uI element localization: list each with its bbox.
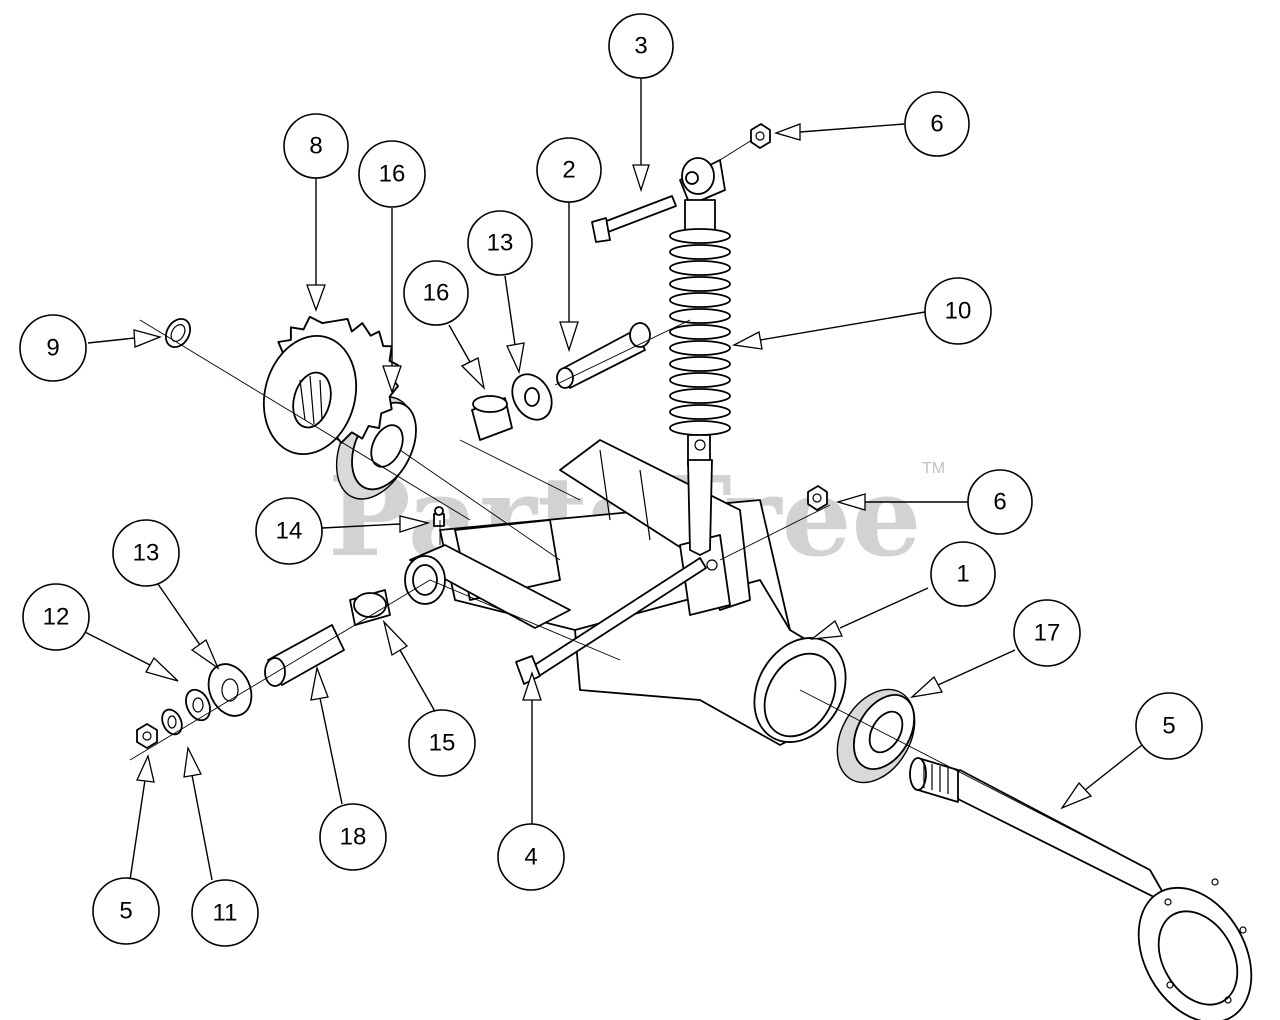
callout-14-label: 14 xyxy=(276,518,303,545)
callout-13-lower-label: 13 xyxy=(133,540,160,567)
pin-2-part xyxy=(556,322,651,389)
callout-11-label: 11 xyxy=(213,900,238,927)
pivot-tube-part xyxy=(264,544,571,687)
callout-16-small[interactable]: 16 xyxy=(403,260,469,326)
washer-12-part xyxy=(185,688,211,722)
callout-17[interactable]: 17 xyxy=(1013,599,1081,667)
nut-6-lower-part xyxy=(807,485,828,511)
callout-bubbles: 3 6 8 16 2 13 16 10 xyxy=(19,13,1203,947)
callout-12[interactable]: 12 xyxy=(22,583,90,651)
callout-1[interactable]: 1 xyxy=(930,541,996,607)
callout-2[interactable]: 2 xyxy=(536,137,602,203)
callout-4-label: 4 xyxy=(524,844,537,871)
callout-6-upper-label: 6 xyxy=(930,111,943,138)
callout-13-upper[interactable]: 13 xyxy=(467,210,533,276)
callout-6-upper[interactable]: 6 xyxy=(904,91,970,157)
callout-16-small-label: 16 xyxy=(423,280,450,307)
callout-13-upper-label: 13 xyxy=(487,230,514,257)
assembly-axis-lines xyxy=(129,139,1151,871)
callout-16-large[interactable]: 16 xyxy=(358,140,426,208)
callout-16-large-label: 16 xyxy=(379,161,406,188)
callout-10-label: 10 xyxy=(945,298,972,325)
sprocket-part xyxy=(262,315,399,456)
callout-1-label: 1 xyxy=(956,561,969,588)
washer-13-lower-part xyxy=(207,663,253,717)
callout-3[interactable]: 3 xyxy=(608,13,674,79)
spring-coils xyxy=(669,228,731,436)
callout-8-label: 8 xyxy=(309,133,322,160)
callout-2-label: 2 xyxy=(562,157,575,184)
callout-15-label: 15 xyxy=(429,730,456,757)
nut-5-part xyxy=(136,723,158,749)
callout-12-label: 12 xyxy=(43,604,70,631)
callout-6-lower-label: 6 xyxy=(993,489,1006,516)
shock-absorber-part xyxy=(669,157,731,556)
axle-shaft-part xyxy=(909,757,1253,1020)
callout-13-lower[interactable]: 13 xyxy=(112,519,180,587)
callout-8[interactable]: 8 xyxy=(283,113,349,179)
callout-18-label: 18 xyxy=(340,824,367,851)
washer-13-upper-part xyxy=(511,373,553,421)
callout-6-lower[interactable]: 6 xyxy=(967,469,1033,535)
retaining-ring-9-part xyxy=(164,317,192,349)
grease-fitting-part xyxy=(433,506,445,527)
callout-18[interactable]: 18 xyxy=(319,803,387,871)
callout-5-right-label: 5 xyxy=(1162,713,1175,740)
callout-17-label: 17 xyxy=(1034,620,1061,647)
callout-5-right[interactable]: 5 xyxy=(1135,692,1203,760)
callout-11[interactable]: 11 xyxy=(191,879,259,947)
bushing-16-small-part xyxy=(471,395,513,441)
callout-5-left[interactable]: 5 xyxy=(92,877,160,945)
nut-6-upper-part xyxy=(750,123,771,149)
callout-5-left-label: 5 xyxy=(119,898,132,925)
watermark-trademark: TM xyxy=(922,460,945,477)
callout-9[interactable]: 9 xyxy=(19,314,87,382)
lock-washer-11-part xyxy=(161,708,183,736)
callout-3-label: 3 xyxy=(634,33,647,60)
bolt-3-part xyxy=(591,195,677,243)
callout-14[interactable]: 14 xyxy=(255,497,323,565)
callout-10[interactable]: 10 xyxy=(924,277,992,345)
callout-15[interactable]: 15 xyxy=(408,709,476,777)
callout-4[interactable]: 4 xyxy=(497,823,565,891)
callout-9-label: 9 xyxy=(46,335,59,362)
leader-lines xyxy=(76,78,1143,881)
